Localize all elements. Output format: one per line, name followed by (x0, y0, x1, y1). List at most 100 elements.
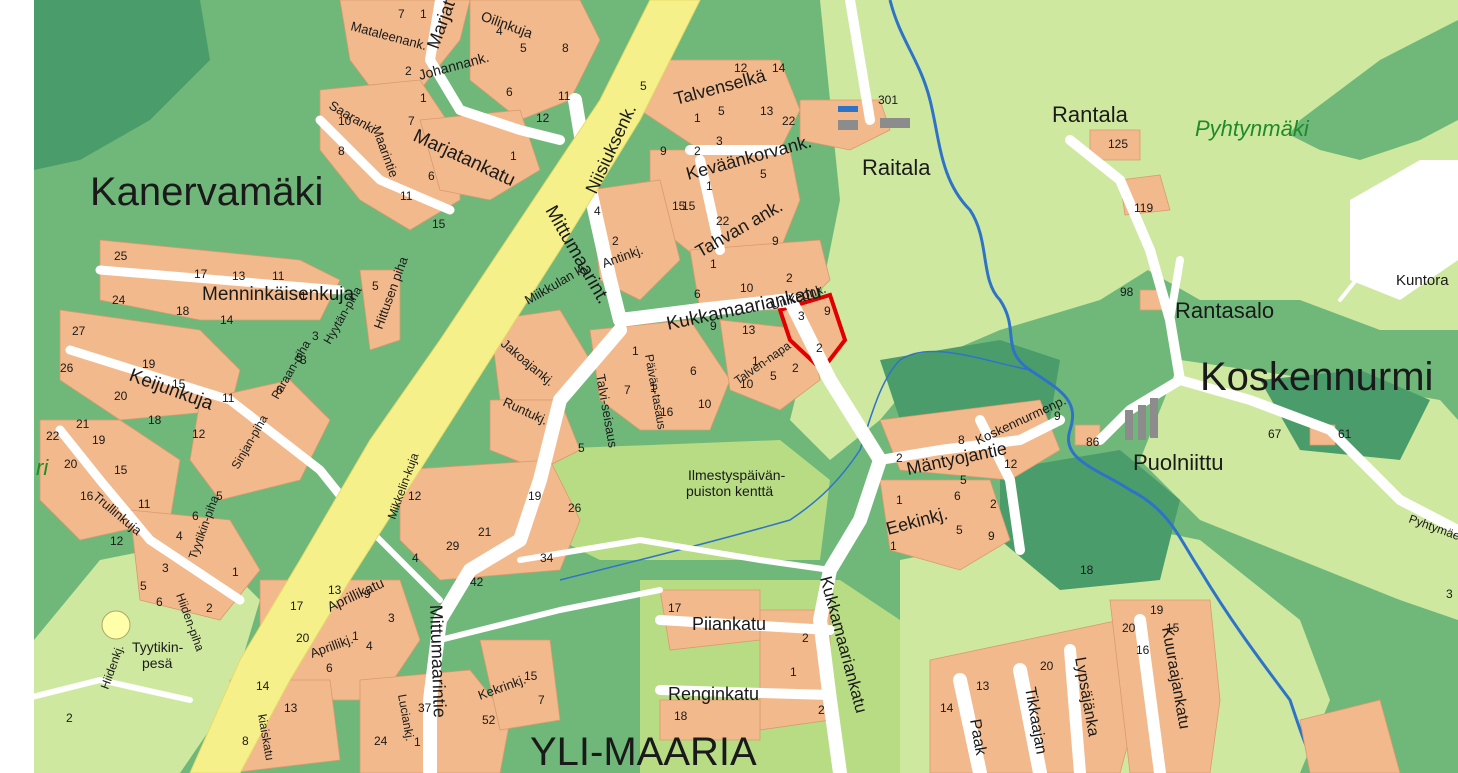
house-number: 8 (338, 144, 345, 158)
house-number: 2 (896, 451, 903, 465)
roads (17, 0, 1458, 773)
house-number: 20 (114, 389, 128, 403)
house-number: 7 (408, 114, 415, 128)
house-number: 15 (672, 199, 686, 213)
highway (189, 0, 701, 773)
district-koskennurmi: Koskennurmi (1200, 355, 1433, 399)
street-piiankatu: Piiankatu (692, 614, 766, 634)
house-number: 34 (540, 551, 554, 565)
house-number: 5 (216, 489, 223, 503)
house-number: 15 (432, 217, 446, 231)
house-number: 12 (536, 111, 550, 125)
house-number: 5 (578, 441, 585, 455)
house-number: 19 (1150, 603, 1164, 617)
house-number: 1 (694, 111, 701, 125)
house-number: 20 (1040, 659, 1054, 673)
house-number: 15 (682, 199, 696, 213)
house-number: 9 (1054, 409, 1061, 423)
house-number: 2 (818, 703, 825, 717)
place-kentta-1: Ilmestyspäivän- (688, 467, 786, 483)
street-renginkatu: Renginkatu (668, 684, 759, 704)
house-number: 6 (326, 661, 333, 675)
river (888, 0, 1322, 773)
house-number: 22 (716, 214, 730, 228)
house-number: 3 (1446, 587, 1453, 601)
house-number: 6 (428, 169, 435, 183)
house-number: 9 (772, 234, 779, 248)
house-number: 9 (824, 304, 831, 318)
house-number: 11 (558, 89, 571, 103)
house-number: 14 (256, 679, 270, 693)
house-number: 6 (276, 383, 283, 397)
house-number: 3 (312, 329, 319, 343)
house-number: 15 (114, 463, 128, 477)
small-structures (838, 118, 1158, 440)
house-number: 19 (92, 433, 106, 447)
house-number: 2 (206, 601, 213, 615)
house-number: 2 (694, 144, 701, 158)
house-number: 5 (770, 369, 777, 383)
place-puolniittu: Puolniittu (1133, 450, 1224, 475)
house-number: 2 (786, 271, 793, 285)
house-number: 1 (752, 354, 759, 368)
house-number: 15 (1166, 621, 1180, 635)
house-number: 20 (1122, 621, 1136, 635)
house-number: 98 (1120, 285, 1134, 299)
house-number: 11 (222, 391, 235, 405)
house-number: 8 (958, 433, 965, 447)
house-number: 4 (412, 551, 419, 565)
house-number: 4 (366, 639, 373, 653)
house-number: 12 (110, 534, 124, 548)
house-number: 24 (112, 293, 126, 307)
house-number: 18 (176, 304, 190, 318)
house-number: 15 (172, 377, 186, 391)
place-tyytikinpesa-1: Tyytikin- (132, 639, 184, 655)
house-number: 1 (420, 91, 427, 105)
house-number: 5 (372, 279, 379, 293)
house-number: 125 (1108, 137, 1128, 151)
house-number: 22 (46, 429, 60, 443)
place-rantala: Rantala (1052, 102, 1129, 127)
house-number: 25 (114, 249, 128, 263)
house-number: 12 (1004, 457, 1018, 471)
house-number: 21 (76, 417, 90, 431)
house-number: 13 (284, 701, 298, 715)
house-number: 37 (418, 701, 432, 715)
house-number: 17 (290, 599, 304, 613)
house-number: 14 (220, 313, 234, 327)
pond (838, 106, 858, 112)
district-kanervamaki: Kanervamäki (90, 170, 323, 214)
house-number: 13 (232, 269, 246, 283)
house-number: 13 (760, 104, 774, 118)
house-number: 1 (896, 493, 903, 507)
house-number: 8 (242, 734, 249, 748)
house-number: 2 (802, 631, 809, 645)
forest-patch-1 (1260, 370, 1430, 460)
clearing-kuntora (1350, 160, 1458, 300)
house-number: 8 (562, 41, 569, 55)
house-number: 20 (296, 631, 310, 645)
house-number: 5 (718, 104, 725, 118)
house-number: 3 (388, 611, 395, 625)
forest-patch-3 (34, 0, 210, 170)
house-number: 2 (792, 361, 799, 375)
house-number: 1 (300, 289, 307, 303)
house-number: 1 (420, 7, 427, 21)
house-number: 1 (414, 735, 421, 749)
house-number: 5 (296, 351, 303, 365)
house-number: 6 (192, 509, 199, 523)
house-number: 9 (660, 144, 667, 158)
house-number: 17 (194, 267, 208, 281)
street-mittumaarintie: Mittumaarintie (426, 604, 450, 718)
house-number: 16 (1136, 643, 1150, 657)
house-number: 3 (300, 353, 307, 367)
house-number: 1 (650, 381, 657, 395)
house-number: 21 (478, 525, 492, 539)
house-number: 6 (506, 85, 513, 99)
street-menninkaisenkuja: Menninkäisenkuja (202, 284, 355, 305)
house-number: 1 (232, 565, 239, 579)
house-number: 7 (398, 7, 405, 21)
house-number: 20 (64, 457, 78, 471)
